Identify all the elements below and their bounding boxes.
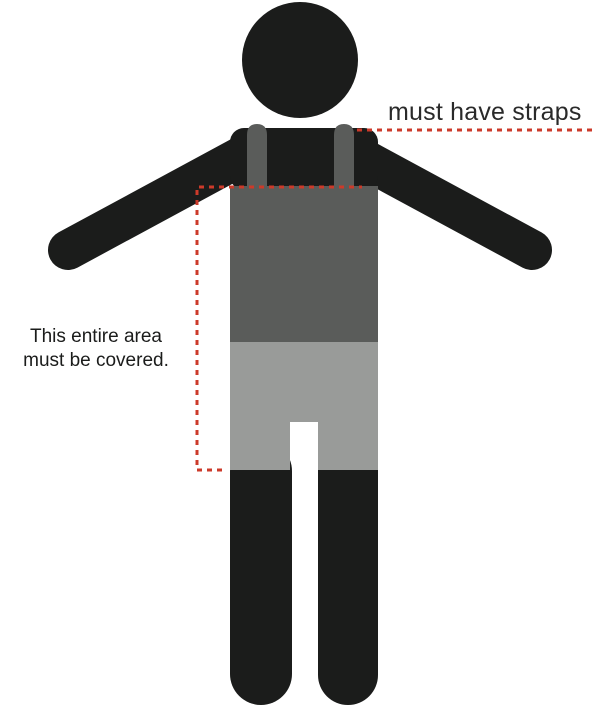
head xyxy=(242,2,358,118)
left-leg xyxy=(230,440,292,705)
shorts xyxy=(230,342,378,470)
right-strap xyxy=(334,124,354,186)
coverage-annotation-line2: must be covered. xyxy=(0,349,192,373)
left-strap xyxy=(247,124,267,186)
left-arm xyxy=(68,150,253,250)
right-leg xyxy=(318,440,378,705)
straps-annotation: must have straps xyxy=(388,98,582,127)
coverage-annotation-line1: This entire area xyxy=(0,325,192,349)
coverage-annotation: This entire area must be covered. xyxy=(0,325,192,373)
top-garment xyxy=(230,186,378,342)
